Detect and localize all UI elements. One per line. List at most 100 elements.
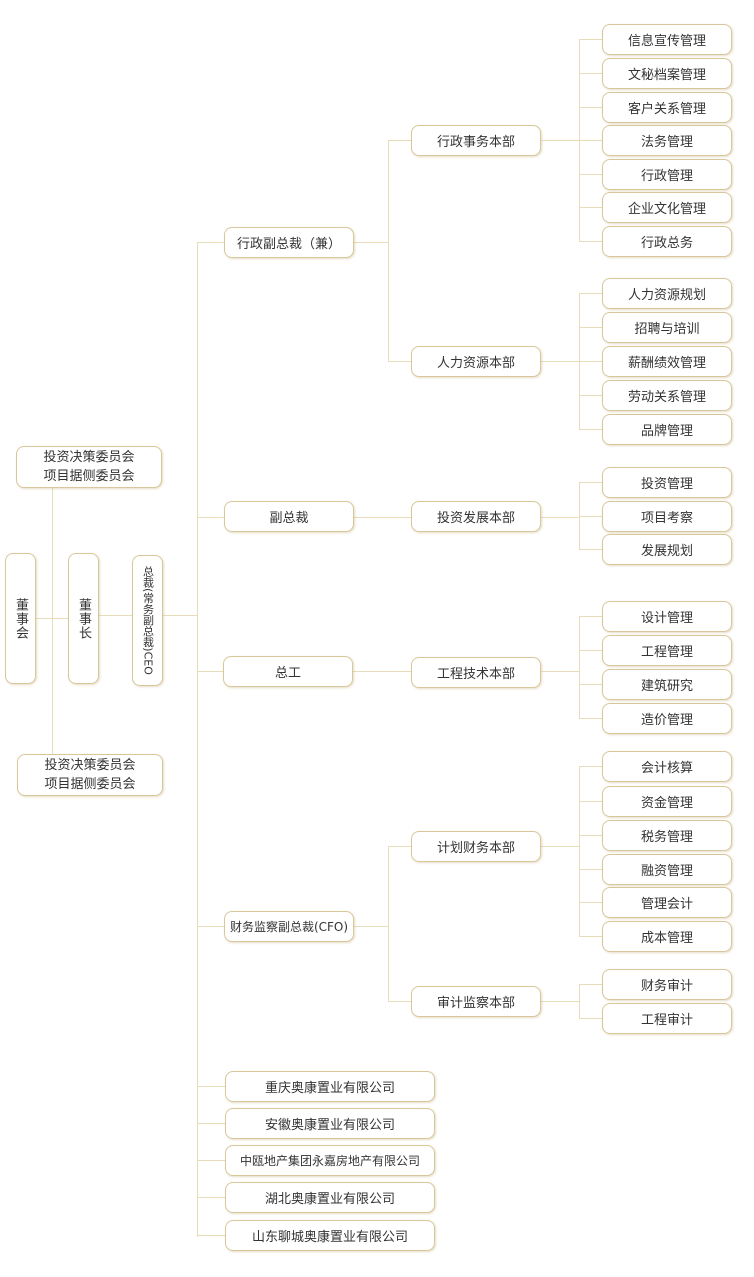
connector bbox=[354, 242, 388, 243]
chairman-box: 董事长 bbox=[68, 553, 99, 684]
committee-label: 项目据侧委员会 bbox=[43, 469, 135, 484]
connector bbox=[388, 846, 411, 847]
connector bbox=[541, 140, 579, 141]
admin-affairs-item: 信息宣传管理 bbox=[602, 24, 732, 55]
ceo-box: 总裁(常务副总裁)CEO bbox=[132, 555, 163, 686]
engineering-item: 设计管理 bbox=[602, 601, 732, 632]
connector bbox=[579, 140, 602, 141]
connector bbox=[388, 361, 411, 362]
connector bbox=[388, 846, 389, 1002]
connector bbox=[579, 73, 602, 74]
connector bbox=[52, 488, 53, 754]
audit-item: 财务审计 bbox=[602, 969, 732, 1000]
hr-item: 薪酬绩效管理 bbox=[602, 346, 732, 377]
subsidiary-box: 重庆奥康置业有限公司 bbox=[225, 1071, 435, 1102]
connector bbox=[353, 671, 411, 672]
subsidiary-box: 中瓯地产集团永嘉房地产有限公司 bbox=[225, 1145, 435, 1176]
connector bbox=[579, 766, 602, 767]
planning-finance-item: 税务管理 bbox=[602, 820, 732, 851]
connector bbox=[197, 1086, 225, 1087]
vp-admin-box: 行政副总裁（兼） bbox=[224, 227, 354, 258]
planning-finance-item: 融资管理 bbox=[602, 854, 732, 885]
connector bbox=[579, 801, 602, 802]
connector bbox=[579, 549, 602, 550]
planning-finance-item: 资金管理 bbox=[602, 786, 732, 817]
connector bbox=[579, 684, 602, 685]
investment-item: 项目考察 bbox=[602, 501, 732, 532]
committee-box-top: 投资决策委员会 项目据侧委员会 bbox=[16, 446, 162, 488]
audit-item: 工程审计 bbox=[602, 1003, 732, 1034]
connector bbox=[541, 517, 579, 518]
vp-finance-box: 财务监察副总裁(CFO) bbox=[224, 911, 354, 942]
dept-admin-affairs-box: 行政事务本部 bbox=[411, 125, 541, 156]
board-box: 董事会 bbox=[5, 553, 36, 684]
investment-item: 发展规划 bbox=[602, 534, 732, 565]
subsidiary-box: 山东聊城奥康置业有限公司 bbox=[225, 1220, 435, 1251]
connector bbox=[579, 766, 580, 937]
subsidiary-box: 湖北奥康置业有限公司 bbox=[225, 1182, 435, 1213]
connector bbox=[579, 984, 580, 1018]
admin-affairs-item: 行政管理 bbox=[602, 159, 732, 190]
dept-audit-box: 审计监察本部 bbox=[411, 986, 541, 1017]
connector bbox=[388, 140, 411, 141]
connector bbox=[579, 1018, 602, 1019]
connector bbox=[354, 517, 411, 518]
vp-box: 副总裁 bbox=[224, 501, 354, 532]
chief-engineer-box: 总工 bbox=[223, 656, 353, 687]
connector bbox=[579, 984, 602, 985]
connector bbox=[579, 869, 602, 870]
dept-investment-box: 投资发展本部 bbox=[411, 501, 541, 532]
connector bbox=[197, 1160, 225, 1161]
connector bbox=[163, 615, 197, 616]
connector bbox=[99, 615, 132, 616]
dept-engineering-box: 工程技术本部 bbox=[411, 657, 541, 688]
connector bbox=[579, 207, 602, 208]
hr-item: 招聘与培训 bbox=[602, 312, 732, 343]
admin-affairs-item: 企业文化管理 bbox=[602, 192, 732, 223]
committee-label: 项目据侧委员会 bbox=[44, 777, 136, 792]
connector bbox=[579, 241, 602, 242]
admin-affairs-item: 法务管理 bbox=[602, 125, 732, 156]
connector bbox=[197, 242, 198, 1237]
connector bbox=[541, 1001, 579, 1002]
connector bbox=[579, 936, 602, 937]
connector bbox=[579, 395, 602, 396]
engineering-item: 造价管理 bbox=[602, 703, 732, 734]
hr-item: 人力资源规划 bbox=[602, 278, 732, 309]
planning-finance-item: 管理会计 bbox=[602, 887, 732, 918]
connector bbox=[579, 174, 602, 175]
connector bbox=[388, 1001, 411, 1002]
connector bbox=[541, 361, 579, 362]
engineering-item: 建筑研究 bbox=[602, 669, 732, 700]
connector bbox=[541, 671, 579, 672]
connector bbox=[579, 835, 602, 836]
committee-label: 投资决策委员会 bbox=[43, 450, 135, 465]
connector bbox=[197, 926, 224, 927]
connector bbox=[579, 616, 602, 617]
admin-affairs-item: 行政总务 bbox=[602, 226, 732, 257]
connector bbox=[579, 616, 580, 719]
connector bbox=[579, 902, 602, 903]
connector bbox=[579, 718, 602, 719]
connector bbox=[36, 618, 68, 619]
connector bbox=[579, 107, 602, 108]
connector bbox=[197, 671, 223, 672]
connector bbox=[579, 361, 602, 362]
committee-box-bottom: 投资决策委员会 项目据侧委员会 bbox=[17, 754, 163, 796]
connector bbox=[579, 429, 602, 430]
connector bbox=[197, 517, 224, 518]
connector bbox=[388, 140, 389, 362]
planning-finance-item: 成本管理 bbox=[602, 921, 732, 952]
connector bbox=[579, 39, 602, 40]
dept-planning-finance-box: 计划财务本部 bbox=[411, 831, 541, 862]
connector bbox=[354, 926, 388, 927]
admin-affairs-item: 文秘档案管理 bbox=[602, 58, 732, 89]
connector bbox=[541, 846, 579, 847]
committee-label: 投资决策委员会 bbox=[44, 758, 136, 773]
connector bbox=[197, 1197, 225, 1198]
connector bbox=[579, 516, 602, 517]
engineering-item: 工程管理 bbox=[602, 635, 732, 666]
hr-item: 品牌管理 bbox=[602, 414, 732, 445]
connector bbox=[197, 1235, 225, 1236]
